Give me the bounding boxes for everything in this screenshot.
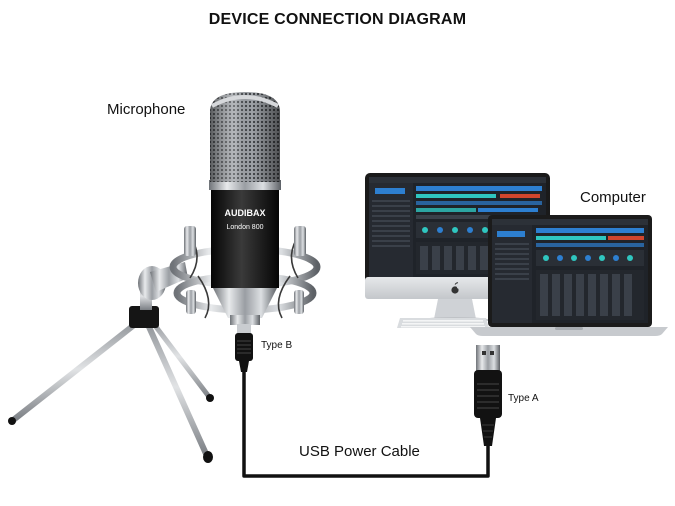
tripod-foot: [203, 451, 213, 463]
mic-model-text: London 800: [227, 224, 264, 231]
microphone: AUDIBAX London 800: [169, 92, 321, 325]
mic-collar: [209, 180, 281, 190]
type-b-label: Type B: [261, 340, 293, 351]
tripod-leg-back: [144, 312, 213, 401]
diagram-title: DEVICE CONNECTION DIAGRAM: [208, 11, 467, 28]
keyboard: [397, 318, 489, 328]
mic-body: [211, 188, 279, 288]
tripod-foot: [206, 394, 214, 402]
microphone-label: Microphone: [107, 101, 186, 118]
usb-type-b-plug-icon: [235, 324, 253, 372]
usb-power-cable: [242, 372, 490, 478]
tripod-leg-left: [9, 315, 146, 424]
usb-cable-label: USB Power Cable: [299, 443, 420, 460]
laptop-computer: [470, 215, 668, 336]
tripod-leg-front: [142, 315, 210, 459]
laptop-base: [470, 327, 668, 336]
usb-type-a-plug-icon: [474, 345, 502, 446]
computer-label: Computer: [580, 189, 646, 206]
imac-stand: [434, 299, 476, 319]
mic-brand-text: AUDIBAX: [224, 208, 265, 218]
type-a-label: Type A: [508, 393, 539, 404]
apple-logo-icon: [451, 282, 461, 294]
shock-mount-clip: [294, 226, 306, 256]
tripod-stand: [8, 262, 214, 463]
shock-mount-clip: [184, 226, 196, 256]
tripod-foot: [8, 417, 16, 425]
tripod-hub: [129, 306, 159, 328]
